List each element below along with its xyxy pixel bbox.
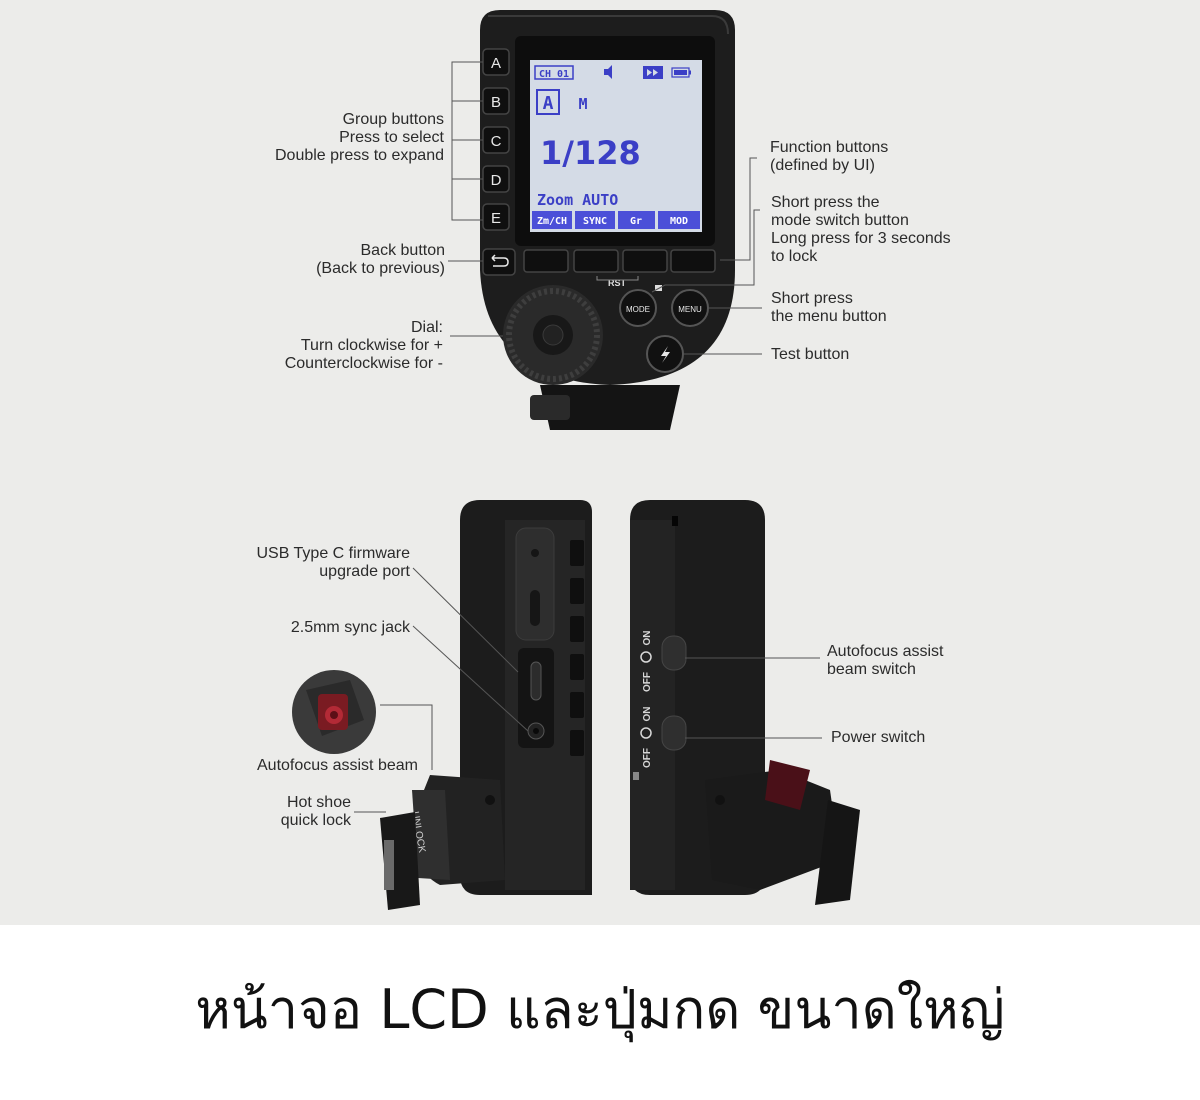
power-switch-label: Power switch [831, 729, 926, 746]
mode-button[interactable] [619, 289, 657, 327]
device-drawing: CH 01 A M 1/128 Zoom AUTO Zm/CH SYNC Gr … [292, 10, 860, 910]
flash-icon [661, 346, 670, 363]
group-button-b[interactable]: B [491, 94, 501, 111]
function-button-3[interactable] [622, 249, 668, 273]
usb-port-label: USB Type C firmware upgrade port [256, 545, 410, 580]
product-figure: CH 01 A M 1/128 Zoom AUTO Zm/CH SYNC Gr … [0, 0, 1200, 925]
usb-c-port[interactable] [530, 661, 542, 701]
menu-button-label: MENU [678, 305, 702, 314]
af-switch-label: Autofocus assist beam switch [827, 643, 944, 678]
softkey-2: SYNC [583, 216, 607, 227]
sync-jack-label: 2.5mm sync jack [290, 619, 410, 636]
group-buttons-label: Group buttons Press to select Double pre… [275, 111, 444, 164]
softkey-1: Zm/CH [537, 216, 567, 227]
back-button-label: Back button (Back to previous) [316, 242, 445, 277]
group-button-d[interactable]: D [491, 172, 502, 189]
speaker-icon [604, 65, 612, 79]
lcd-mode: M [578, 95, 587, 113]
power-switch-on: ON [642, 707, 653, 722]
dial-label: Dial: Turn clockwise for + Counterclockw… [284, 319, 443, 372]
function-button-1[interactable] [523, 249, 569, 273]
af-switch-off: OFF [642, 672, 653, 692]
group-button-a[interactable]: A [491, 55, 501, 72]
af-switch-on: ON [642, 631, 653, 646]
group-button-c[interactable]: C [491, 133, 502, 150]
leader-lines-side-right [685, 657, 822, 739]
power-icon [640, 727, 652, 739]
softkey-4: MOD [670, 216, 688, 227]
mode-switch-label: Short press the mode switch button Long … [771, 194, 951, 265]
transmitter-front: CH 01 A M 1/128 Zoom AUTO Zm/CH SYNC Gr … [480, 10, 735, 430]
menu-button-label: Short press the menu button [771, 290, 887, 325]
back-icon [491, 254, 509, 267]
af-assist-switch[interactable] [661, 635, 687, 671]
lcd-channel: CH 01 [539, 69, 569, 80]
function-button-4[interactable] [670, 249, 716, 273]
lcd-power: 1/128 [540, 134, 641, 172]
caption: หน้าจอ LCD และปุ่มกด ขนาดใหญ่ [195, 978, 1005, 1041]
test-button-label: Test button [771, 346, 850, 363]
af-beam-label: Autofocus assist beam [257, 757, 418, 774]
function-button-2[interactable] [573, 249, 619, 273]
function-buttons-label: Function buttons (defined by UI) [770, 139, 889, 174]
lcd-screen [530, 60, 702, 232]
mode-button-label: MODE [626, 305, 650, 314]
leader-lines-side-left [354, 567, 529, 813]
transmitter-side-right: ON OFF ON OFF [630, 500, 860, 905]
power-switch-off: OFF [642, 748, 653, 768]
rst-label: RST [608, 278, 627, 288]
softkey-3: Gr [630, 216, 642, 227]
leader-lines-front [448, 61, 762, 355]
lcd-group: A [543, 93, 554, 114]
group-button-e[interactable]: E [491, 210, 501, 227]
sun-icon [640, 651, 652, 663]
power-switch[interactable] [661, 715, 687, 751]
lcd-zoom: Zoom AUTO [537, 191, 618, 209]
transmitter-side-left: UNLOCK [380, 500, 592, 910]
hot-shoe-label: Hot shoe quick lock [280, 794, 351, 829]
back-button[interactable] [482, 248, 516, 276]
